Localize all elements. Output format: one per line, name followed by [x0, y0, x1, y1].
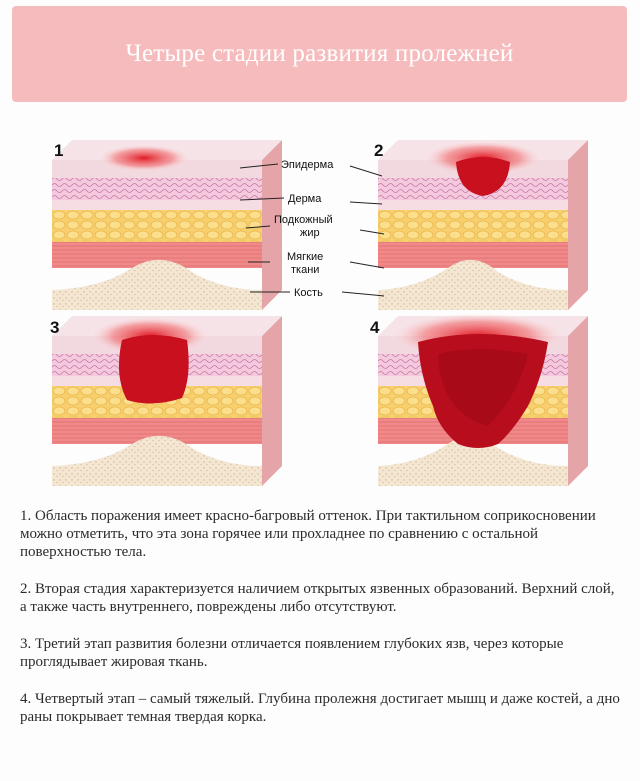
stage-1-block — [52, 140, 282, 310]
description-stage-1: 1. Область поражения имеет красно-багров… — [20, 508, 596, 560]
pressure-ulcer-stages-diagram: 1 2 3 4 — [50, 140, 588, 486]
stage-number-4: 4 — [370, 318, 380, 337]
label-soft-tissue-1: Мягкие — [287, 251, 323, 263]
label-bone: Кость — [294, 287, 323, 299]
label-subcutaneous-fat-2: жир — [300, 227, 320, 239]
description-stage-4: 4. Четвертый этап – самый тяжелый. Глуби… — [20, 691, 620, 725]
label-subcutaneous-fat-1: Подкожный — [274, 214, 333, 226]
description-stage-2: 2. Вторая стадия характеризуется наличие… — [20, 581, 615, 615]
stage-number-2: 2 — [374, 141, 383, 160]
page-title: Четыре стадии развития пролежней — [125, 40, 514, 67]
description-stage-3: 3. Третий этап развития болезни отличает… — [20, 636, 564, 670]
stage-3-block — [52, 316, 282, 486]
label-dermis: Дерма — [288, 193, 322, 205]
title-banner: Четыре стадии развития пролежней — [12, 6, 627, 102]
stage-descriptions: 1. Область поражения имеет красно-багров… — [20, 507, 620, 745]
stage-2-block — [378, 140, 588, 310]
stage-number-1: 1 — [54, 141, 63, 160]
label-leader-lines — [239, 163, 385, 297]
label-soft-tissue-2: ткани — [291, 264, 319, 276]
stage-number-3: 3 — [50, 318, 59, 337]
stage-4-block — [378, 312, 588, 486]
label-epidermis: Эпидерма — [281, 159, 334, 171]
